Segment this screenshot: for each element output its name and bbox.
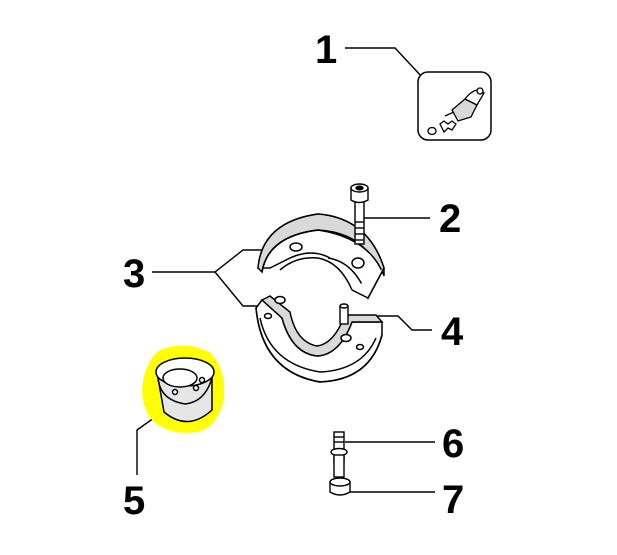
grease-nipple-icon: [417, 71, 492, 141]
callout-6: 6: [442, 422, 465, 466]
callout-3: 3: [123, 252, 146, 296]
callout-5: 5: [123, 479, 146, 523]
callout-1: 1: [315, 28, 338, 72]
callout-2: 2: [439, 197, 462, 241]
socket-head-bolt-icon: [350, 183, 369, 245]
callout-7: 7: [442, 478, 465, 522]
dowel-pin-icon: [339, 303, 349, 325]
leader-3: [152, 249, 268, 273]
washer-icon: [329, 477, 351, 496]
callout-4: 4: [441, 310, 464, 354]
bushing-sleeve-icon: [142, 345, 225, 433]
stud-bolt-icon: [330, 431, 348, 478]
leader-1: [345, 47, 424, 79]
split-bearing-shell-lower-icon: [255, 295, 384, 383]
leader-3b: [214, 271, 268, 307]
split-bearing-shell-upper-icon: [257, 213, 385, 300]
